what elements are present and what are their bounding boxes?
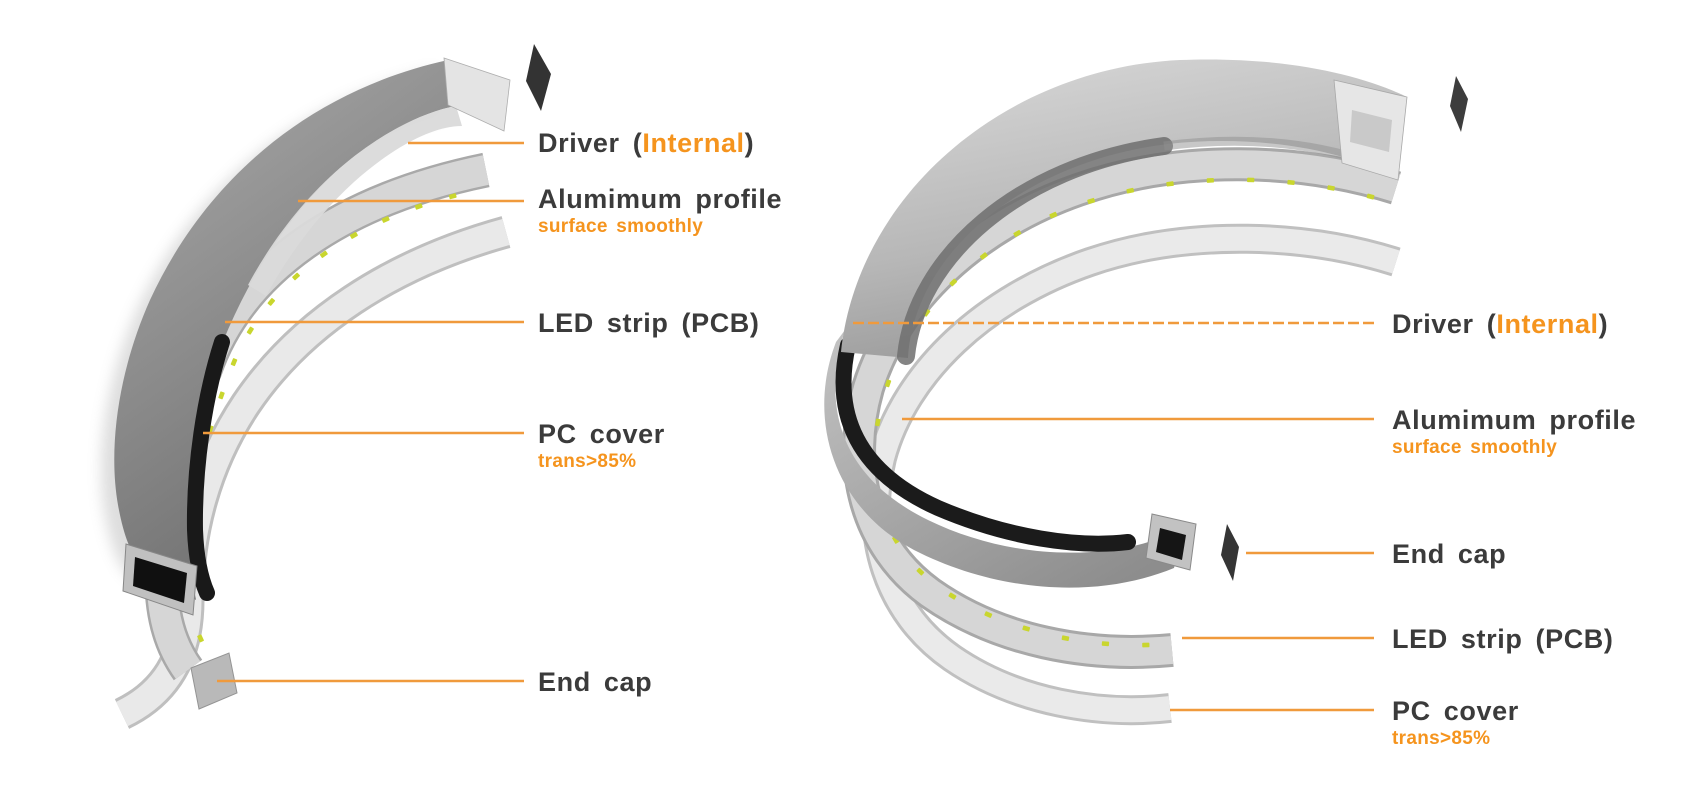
aluminum-profile-arc-right [824,330,1197,588]
label-subtext: surface smoothly [538,216,704,238]
aluminum-profile-arc-left [114,57,511,616]
label-end-cap-left: End cap [538,668,652,696]
profile-side-face [248,106,462,296]
end-cap-top-right [1450,76,1468,132]
end-cap-mid-right [1221,524,1239,581]
label-led-strip-right: LED strip (PCB) [1392,625,1614,653]
label-text: LED strip (PCB) [538,308,760,338]
label-driver-right: Driver (Internal) [1392,310,1608,338]
label-text: Alumimum profile [538,184,783,214]
label-text: End cap [538,667,653,697]
label-aluminum-left: Alumimum profile surface smoothly [538,185,782,237]
label-led-strip-left: LED strip (PCB) [538,309,760,337]
profile-inner-shadow [186,334,230,601]
label-text: Driver ( [1392,309,1497,339]
driver-housing-arc-right [841,59,1408,365]
label-accent-text: Internal [642,128,745,158]
housing-end-slot [1350,110,1392,152]
label-subtext: trans>85% [1392,728,1491,750]
label-pc-cover-left: PC cover trans>85% [538,420,665,472]
label-subtext: trans>85% [538,451,637,473]
end-cap-top-left [526,44,551,111]
label-text: ) [744,128,755,158]
profile-top-end-face [443,57,511,132]
end-cap-bottom-left [190,652,238,710]
label-text: Alumimum profile [1392,405,1637,435]
housing-inner-shadow [897,137,1173,365]
label-driver-left: Driver (Internal) [538,129,754,157]
profile-channel-slot-right [1156,528,1186,560]
pc-cover-arc-right [861,223,1401,726]
label-text: Driver ( [538,128,643,158]
right-diagram [824,59,1468,726]
label-accent-text: Internal [1496,309,1599,339]
label-text: LED strip (PCB) [1392,624,1614,654]
left-diagram [101,44,551,729]
label-text: End cap [1392,539,1507,569]
label-text: PC cover [538,419,665,449]
label-text: PC cover [1392,696,1519,726]
profile-channel-slot [133,557,187,603]
profile-inner-shadow-right [835,337,1136,552]
label-end-cap-right: End cap [1392,540,1506,568]
label-pc-cover-right: PC cover trans>85% [1392,697,1519,749]
label-text: ) [1598,309,1609,339]
label-aluminum-right: Alumimum profile surface smoothly [1392,406,1636,458]
label-subtext: surface smoothly [1392,437,1558,459]
